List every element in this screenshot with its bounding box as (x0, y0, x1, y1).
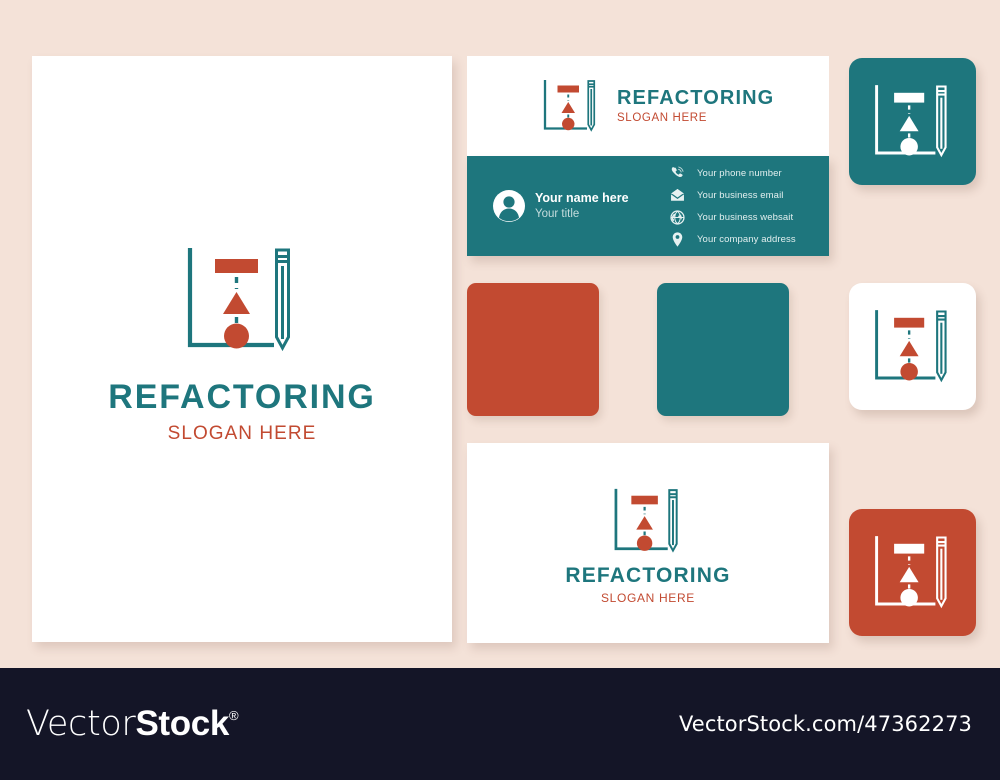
logo-mark-icon (874, 536, 947, 609)
color-swatch-teal (657, 283, 789, 416)
logo-mark-icon (614, 488, 678, 553)
card-contact-list: Your phone number Your business email (669, 165, 796, 248)
card-person-block: Your name here Your title (493, 190, 663, 222)
envelope-icon (670, 188, 685, 201)
card-person-title: Your title (535, 207, 580, 220)
envelope-brand-name: REFACTORING (565, 563, 731, 587)
logo-mark-icon (543, 80, 596, 132)
envelope-brand-slogan: SLOGAN HERE (601, 590, 695, 605)
vectorstock-url: VectorStock.com/47362273 (678, 712, 972, 736)
vectorstock-logo-thin: Vector (26, 704, 136, 744)
contact-row-website: Your business websait (669, 209, 796, 226)
registered-mark-icon: ® (229, 708, 239, 723)
vectorstock-logo-bold: Stock (135, 704, 229, 743)
card-front-brand-name: REFACTORING (617, 86, 775, 109)
avatar-icon (493, 190, 525, 222)
card-person-name: Your name here (535, 191, 629, 205)
icon-badge-red (849, 509, 976, 636)
card-front-brand-slogan: SLOGAN HERE (617, 111, 708, 124)
envelope-logo-lockup: REFACTORING SLOGAN HERE (565, 486, 730, 605)
logo-mark-icon (874, 310, 947, 383)
logo-mark-icon (187, 248, 290, 352)
contact-row-email: Your business email (669, 187, 796, 204)
contact-row-phone: Your phone number (669, 165, 796, 182)
business-card-front: REFACTORING SLOGAN HERE (467, 56, 829, 156)
contact-row-address: Your company address (669, 231, 796, 248)
letterhead-logo-lockup: REFACTORING SLOGAN HERE (108, 244, 375, 444)
card-front-text: REFACTORING SLOGAN HERE (617, 86, 775, 124)
contact-label: Your business email (697, 189, 784, 201)
icon-badge-white (849, 283, 976, 410)
contact-label: Your business websait (697, 211, 794, 223)
logo-mark-icon (874, 85, 947, 158)
contact-label: Your company address (697, 233, 796, 245)
business-card-back: Your name here Your title Your phone num… (467, 156, 829, 256)
card-person-text: Your name here Your title (535, 191, 629, 221)
globe-icon (670, 209, 685, 225)
icon-badge-teal (849, 58, 976, 185)
card-front-lockup: REFACTORING SLOGAN HERE (541, 77, 774, 135)
letterhead-brand-slogan: SLOGAN HERE (167, 422, 317, 444)
envelope-card: REFACTORING SLOGAN HERE (467, 443, 829, 643)
letterhead-brand-name: REFACTORING (108, 378, 376, 417)
phone-icon (671, 166, 684, 177)
color-swatch-red (467, 283, 599, 416)
pin-icon (672, 231, 683, 247)
contact-label: Your phone number (697, 167, 782, 179)
letterhead-page: REFACTORING SLOGAN HERE (32, 56, 452, 642)
